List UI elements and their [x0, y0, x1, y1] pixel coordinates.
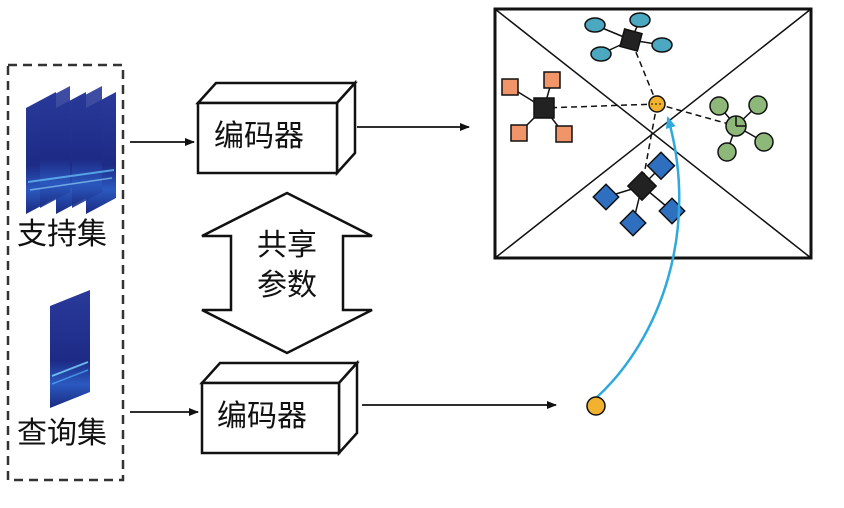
orange-prototype [533, 97, 555, 119]
embedded-query-point [648, 95, 666, 113]
orange-class-cluster [501, 71, 573, 143]
query-point [586, 396, 606, 416]
shared-params-line1: 共享 [257, 228, 317, 263]
encoder-top-label: 编码器 [214, 119, 304, 154]
embedding-space [493, 7, 813, 260]
teal-class-cluster [584, 12, 673, 62]
teal-prototype [619, 28, 643, 52]
query-set-spectrogram [50, 290, 90, 408]
support-set-spectrograms [26, 86, 116, 214]
input-set-container [6, 63, 125, 482]
query-projection-arrow [595, 116, 681, 399]
distance-lines [543, 39, 737, 187]
shared-params-line2: 参数 [257, 268, 317, 303]
blue-prototype [626, 170, 658, 202]
encoder-top-box [195, 79, 358, 177]
shared-params-double-arrow [201, 191, 373, 355]
green-class-cluster [709, 95, 774, 162]
support-set-label: 支持集 [17, 217, 107, 252]
encoder-bottom-box [199, 359, 360, 457]
query-set-label: 查询集 [17, 416, 107, 451]
encoder-bottom-label: 编码器 [217, 399, 307, 434]
